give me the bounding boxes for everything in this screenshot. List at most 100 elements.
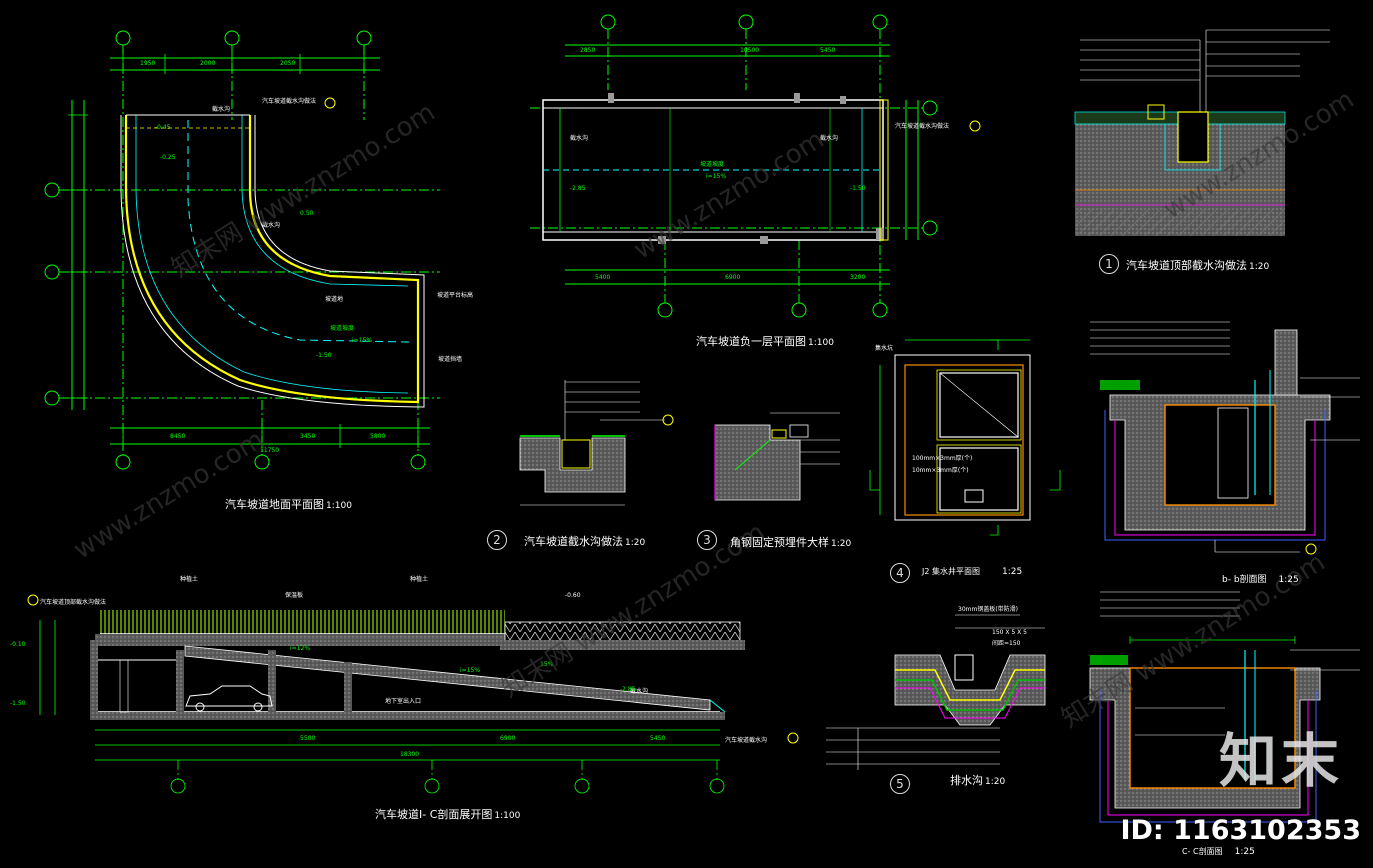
- bb-section-title-text: b- b剖面图: [1222, 575, 1267, 585]
- svg-text:保温板: 保温板: [285, 591, 303, 599]
- svg-text:0.50: 0.50: [300, 210, 314, 217]
- detail-4-title-text: J2 集水井平面图: [922, 567, 980, 576]
- svg-text:种植土: 种植土: [180, 575, 198, 583]
- detail-number-5: 5: [890, 774, 910, 794]
- svg-text:-2.85: -2.85: [570, 185, 586, 192]
- svg-text:100mm×3mm厚(个): 100mm×3mm厚(个): [912, 455, 972, 462]
- detail-2-scale: 1:20: [625, 538, 646, 548]
- svg-text:汽车坡道截水沟做法: 汽车坡道截水沟做法: [895, 122, 949, 130]
- svg-text:i=15%: i=15%: [352, 337, 372, 344]
- detail-number-2: 2: [487, 530, 507, 550]
- svg-text:集水坑: 集水坑: [875, 344, 893, 352]
- svg-text:10mm×3mm厚(个): 10mm×3mm厚(个): [912, 467, 969, 474]
- svg-text:5400: 5400: [595, 274, 610, 281]
- svg-text:6900: 6900: [725, 274, 740, 281]
- svg-text:2000: 2000: [200, 60, 215, 67]
- svg-text:-1.50: -1.50: [316, 352, 332, 359]
- svg-text:-2.85: -2.85: [620, 686, 636, 693]
- section-title-text: 汽车坡道I- C剖面展开图: [375, 808, 493, 821]
- svg-text:3450: 3450: [300, 433, 315, 440]
- svg-text:18300: 18300: [400, 751, 419, 758]
- section-scale: 1:100: [494, 811, 521, 821]
- svg-text:5450: 5450: [650, 735, 665, 742]
- svg-text:汽车坡道截水沟做法: 汽车坡道截水沟做法: [262, 97, 316, 105]
- svg-text:截水沟: 截水沟: [262, 221, 280, 229]
- basement-plan-scale: 1:100: [808, 338, 834, 348]
- svg-text:6900: 6900: [500, 735, 515, 742]
- svg-text:-0.45: -0.45: [155, 124, 171, 131]
- detail-4-scale: 1:25: [1002, 567, 1023, 577]
- ramp-plan-title-text: 汽车坡道地面平面图: [225, 498, 324, 511]
- svg-text:汽车坡道截水沟: 汽车坡道截水沟: [725, 736, 767, 744]
- svg-text:间距=150: 间距=150: [992, 639, 1021, 647]
- svg-text:3200: 3200: [850, 274, 865, 281]
- detail-3-drawing: [714, 412, 840, 501]
- svg-text:坡道坡度: 坡道坡度: [700, 160, 724, 168]
- svg-text:11750: 11750: [260, 447, 279, 454]
- detail-1-title-text: 汽车坡道顶部截水沟做法: [1126, 259, 1247, 272]
- detail-1-scale: 1:20: [1249, 262, 1270, 272]
- svg-text:5500: 5500: [300, 735, 315, 742]
- bb-section-title: b- b剖面图 1:25: [1222, 572, 1299, 585]
- cc-section-title-text: C- C剖面图: [1182, 847, 1223, 856]
- svg-text:坡道坡度: 坡道坡度: [330, 324, 354, 332]
- detail-1-drawing: [1074, 29, 1330, 236]
- detail-3-title-text: 角钢固定预埋件大样: [730, 536, 829, 549]
- svg-text:坡道地: 坡道地: [325, 295, 343, 303]
- image-id-label: ID: 1163102353: [1120, 815, 1361, 846]
- detail-5-scale: 1:20: [985, 777, 1006, 787]
- basement-plan-title-text: 汽车坡道负一层平面图: [696, 335, 806, 348]
- svg-text:2050: 2050: [280, 60, 295, 67]
- bb-section-drawing: [1090, 321, 1360, 555]
- cc-section-scale: 1:25: [1234, 847, 1255, 857]
- svg-text:截水沟: 截水沟: [212, 105, 230, 113]
- cc-section-drawing: [1089, 591, 1360, 823]
- svg-text:坡道平台标高: 坡道平台标高: [437, 291, 473, 299]
- detail-5-drawing: 30mm钢盖板(带防滑)150 X 5 X 5间距=150: [826, 605, 1046, 770]
- detail-number-1: 1: [1099, 254, 1119, 274]
- svg-text:5450: 5450: [820, 47, 835, 54]
- svg-text:截水沟: 截水沟: [820, 134, 838, 142]
- bb-section-scale: 1:25: [1278, 575, 1299, 585]
- svg-text:汽车坡道顶部截水沟做法: 汽车坡道顶部截水沟做法: [40, 598, 106, 606]
- svg-text:1950: 1950: [140, 60, 155, 67]
- svg-text:-0.10: -0.10: [10, 641, 26, 648]
- svg-text:地下室出入口: 地下室出入口: [385, 697, 421, 705]
- svg-text:截水沟: 截水沟: [630, 687, 648, 695]
- svg-text:-1.50: -1.50: [850, 185, 866, 192]
- svg-text:截水沟: 截水沟: [570, 134, 588, 142]
- detail-4-title: J2 集水井平面图 1:25: [922, 566, 1022, 577]
- detail-2-title-text: 汽车坡道截水沟做法: [524, 535, 623, 548]
- detail-2-drawing: [519, 380, 674, 506]
- cc-section-title: C- C剖面图 1:25: [1182, 846, 1255, 857]
- svg-text:种植土: 种植土: [410, 575, 428, 583]
- svg-text:坡道挡墙: 坡道挡墙: [438, 355, 462, 363]
- ramp-plan-scale: 1:100: [326, 501, 352, 511]
- svg-text:-0.25: -0.25: [160, 154, 176, 161]
- svg-text:i=15%: i=15%: [706, 173, 726, 180]
- ramp-ground-plan: -0.45 -0.25 0.50 坡道坡度 i=15% -1.50 1950 2000 20…: [44, 30, 473, 470]
- svg-text:-0.60: -0.60: [565, 592, 581, 599]
- detail-4-drawing: 100mm×3mm厚(个) 10mm×3mm厚(个) 集水坑: [869, 339, 1061, 536]
- detail-3-scale: 1:20: [831, 539, 852, 549]
- svg-text:8450: 8450: [170, 433, 185, 440]
- svg-text:150 X 5 X 5: 150 X 5 X 5: [992, 629, 1027, 636]
- detail-5-title-text: 排水沟: [950, 774, 983, 787]
- svg-text:10500: 10500: [740, 47, 759, 54]
- svg-text:i=12%: i=12%: [290, 645, 310, 652]
- svg-text:i=15%: i=15%: [460, 667, 480, 674]
- brand-logo: 知末: [1218, 727, 1343, 795]
- svg-text:-1.50: -1.50: [10, 700, 26, 707]
- detail-number-3: 3: [697, 530, 717, 550]
- detail-number-4: 4: [890, 563, 910, 583]
